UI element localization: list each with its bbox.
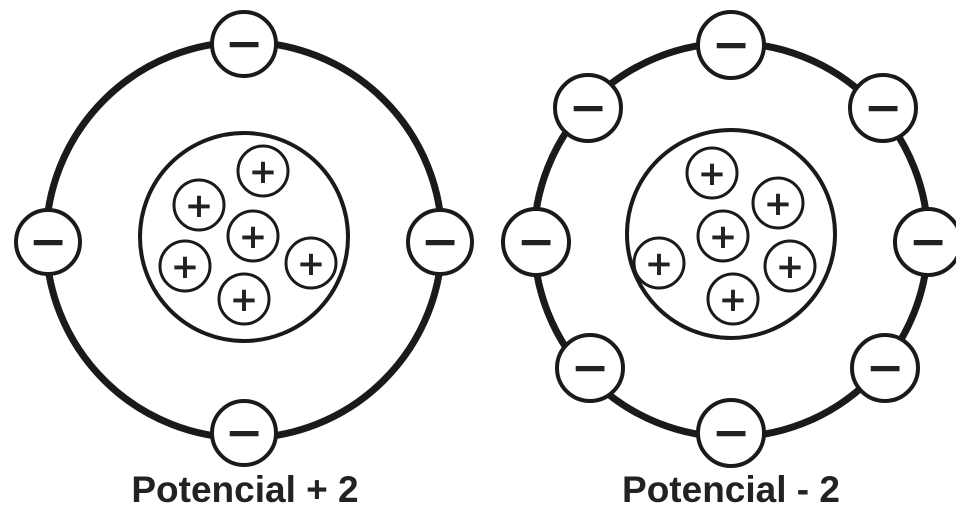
plus-sign: + (764, 184, 793, 224)
proton-circle (284, 236, 338, 290)
plus-sign: + (709, 217, 738, 257)
proton: + (751, 176, 805, 230)
electron-circle (850, 333, 920, 403)
proton-circle (172, 178, 226, 232)
positive-ion-atom: + + + + + + − − − − (14, 10, 474, 467)
proton: + (236, 144, 290, 198)
electron: − (210, 10, 278, 78)
electron-circle (406, 208, 474, 276)
proton-circle (226, 209, 280, 263)
minus-sign: − (29, 214, 68, 268)
electron: − (850, 333, 920, 403)
proton: + (706, 272, 760, 326)
minus-sign: − (421, 214, 460, 268)
proton-circle (158, 239, 212, 293)
minus-sign: − (909, 214, 948, 268)
proton-circle (217, 272, 271, 326)
minus-sign: − (571, 340, 610, 394)
electron-circle (893, 207, 956, 277)
electron-circle (501, 207, 571, 277)
electron: − (696, 398, 766, 468)
proton-circle (632, 236, 686, 290)
electron-circle (14, 208, 82, 276)
proton-circle (706, 272, 760, 326)
proton: + (632, 236, 686, 290)
electron-circle (210, 399, 278, 467)
negative-ion-caption: Potencial - 2 (622, 469, 840, 510)
plus-sign: + (297, 244, 326, 284)
minus-sign: − (712, 405, 751, 459)
electron: − (553, 73, 623, 143)
electron: − (696, 10, 766, 80)
proton: + (284, 236, 338, 290)
negative-ion-atom: + + + + + + − − − − − − − − (501, 10, 956, 468)
electron-circle (555, 333, 625, 403)
minus-sign: − (225, 405, 264, 459)
electron: − (501, 207, 571, 277)
minus-sign: − (866, 340, 905, 394)
minus-sign: − (517, 214, 556, 268)
plus-sign: + (645, 244, 674, 284)
proton-circle (236, 144, 290, 198)
minus-sign: − (225, 16, 264, 70)
electron-circle (696, 10, 766, 80)
electron-circle (210, 10, 278, 78)
electron-circle (696, 398, 766, 468)
electron: − (893, 207, 956, 277)
minus-sign: − (864, 80, 903, 134)
electron: − (210, 399, 278, 467)
proton-circle (751, 176, 805, 230)
plus-sign: + (185, 186, 214, 226)
nucleus: + + + + + + (138, 131, 350, 343)
plus-sign: + (249, 152, 278, 192)
minus-sign: − (569, 80, 608, 134)
proton: + (226, 209, 280, 263)
proton: + (763, 239, 817, 293)
plus-sign: + (171, 247, 200, 287)
minus-sign: − (712, 17, 751, 71)
electron: − (406, 208, 474, 276)
electron: − (848, 73, 918, 143)
proton: + (158, 239, 212, 293)
proton: + (685, 146, 739, 200)
proton: + (696, 209, 750, 263)
plus-sign: + (776, 247, 805, 287)
electron-circle (848, 73, 918, 143)
plus-sign: + (698, 154, 727, 194)
plus-sign: + (239, 217, 268, 257)
electron-circle (553, 73, 623, 143)
electron: − (14, 208, 82, 276)
plus-sign: + (719, 280, 748, 320)
proton-circle (763, 239, 817, 293)
positive-ion-caption: Potencial + 2 (131, 469, 359, 510)
proton: + (217, 272, 271, 326)
electron: − (555, 333, 625, 403)
plus-sign: + (230, 280, 259, 320)
proton: + (172, 178, 226, 232)
proton-circle (696, 209, 750, 263)
nucleus: + + + + + + (625, 128, 837, 340)
proton-circle (685, 146, 739, 200)
